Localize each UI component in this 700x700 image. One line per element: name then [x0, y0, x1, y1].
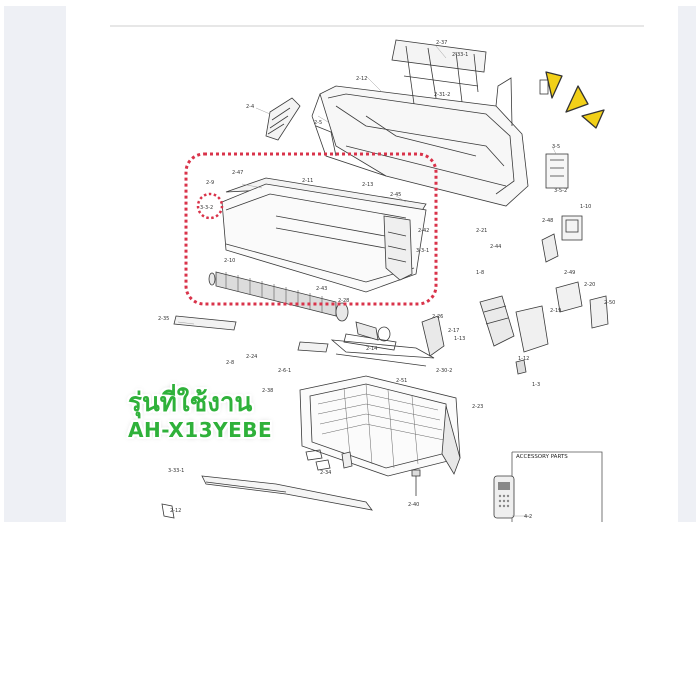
label-2-12-bottom: 2-12: [170, 508, 181, 514]
label-1-3: 1-3: [532, 382, 540, 388]
label-2-43: 2-43: [316, 286, 327, 292]
label-2-17: 2-17: [448, 328, 459, 334]
cross-flow-fan: [208, 271, 349, 322]
label-2-19: 2-19: [550, 308, 561, 314]
leader-lines: [177, 45, 557, 517]
label-2-21: 2-21: [476, 228, 487, 234]
model-caption: รุ่นที่ใช้งาน AH-X13YEBE: [128, 388, 272, 442]
lower-small-parts: [305, 449, 421, 496]
part-labels: 2-37 2-33-1 2-12 2-31-2 2-4 2-5 2-47 2-1…: [158, 40, 615, 520]
label-2-37: 2-37: [436, 40, 447, 46]
front-panel-cover: [161, 475, 373, 519]
label-3-5-2: 3-5-2: [554, 188, 567, 194]
label-2-48: 2-48: [542, 218, 553, 224]
label-2-23: 2-23: [472, 404, 483, 410]
label-2-33-1: 2-33-1: [452, 52, 468, 58]
accessory-parts-box: [493, 451, 603, 522]
label-2-12: 2-12: [356, 76, 367, 82]
compatible-model-heading: รุ่นที่ใช้งาน: [128, 388, 253, 418]
front-cabinet: [299, 375, 461, 477]
label-2-6-1: 2-6-1: [278, 368, 291, 374]
label-3-5: 3-5: [552, 144, 560, 150]
label-1-12: 1-12: [518, 356, 529, 362]
label-1-10: 1-10: [580, 204, 591, 210]
highlight-circle: [196, 192, 224, 220]
label-2-42: 2-42: [418, 228, 429, 234]
label-1-13: 1-13: [454, 336, 465, 342]
label-2-35: 2-35: [158, 316, 169, 322]
label-2-34: 2-34: [320, 470, 331, 476]
label-2-30-2: 2-30-2: [436, 368, 452, 374]
label-2-8: 2-8: [226, 360, 234, 366]
label-4-2: 4-2: [524, 514, 532, 520]
right-small-parts: [539, 79, 583, 263]
label-2-10: 2-10: [224, 258, 235, 264]
rear-chassis: [311, 77, 529, 207]
motor-assembly: [421, 281, 609, 375]
label-2-38: 2-38: [262, 388, 273, 394]
label-2-44: 2-44: [490, 244, 501, 250]
label-2-47: 2-47: [232, 170, 243, 176]
label-2-28: 2-28: [338, 298, 349, 304]
label-2-11: 2-11: [302, 178, 313, 184]
mounting-plate: [391, 39, 487, 105]
front-panel-assembly: [221, 177, 427, 293]
label-2-31-2: 2-31-2: [434, 92, 450, 98]
label-2-50: 2-50: [604, 300, 615, 306]
label-2-20: 2-20: [584, 282, 595, 288]
label-2-24: 2-24: [246, 354, 257, 360]
label-2-4: 2-4: [246, 104, 254, 110]
louver-bracket: [265, 97, 301, 141]
label-2-13: 2-13: [362, 182, 373, 188]
label-2-51: 2-51: [396, 378, 407, 384]
label-2-26: 2-26: [432, 314, 443, 320]
accessory-title: ACCESSORY PARTS: [516, 454, 568, 460]
attention-pointers: [545, 71, 605, 129]
label-2-9: 2-9: [206, 180, 214, 186]
label-2-40: 2-40: [408, 502, 419, 508]
label-2-49: 2-49: [564, 270, 575, 276]
drain-pan: [330, 339, 435, 367]
label-3-3-1: 3-3-1: [416, 248, 429, 254]
label-2-14: 2-14: [366, 346, 377, 352]
louver-parts: [173, 315, 397, 353]
label-3-33-1: 3-33-1: [168, 468, 184, 474]
label-2-5: 2-5: [314, 120, 322, 126]
label-3-3-2: 3-3-2: [200, 205, 213, 211]
exploded-parts-diagram: 2-37 2-33-1 2-12 2-31-2 2-4 2-5 2-47 2-1…: [66, 6, 678, 522]
label-2-45: 2-45: [390, 192, 401, 198]
model-number: AH-X13YEBE: [128, 417, 273, 442]
label-1-8: 1-8: [476, 270, 484, 276]
